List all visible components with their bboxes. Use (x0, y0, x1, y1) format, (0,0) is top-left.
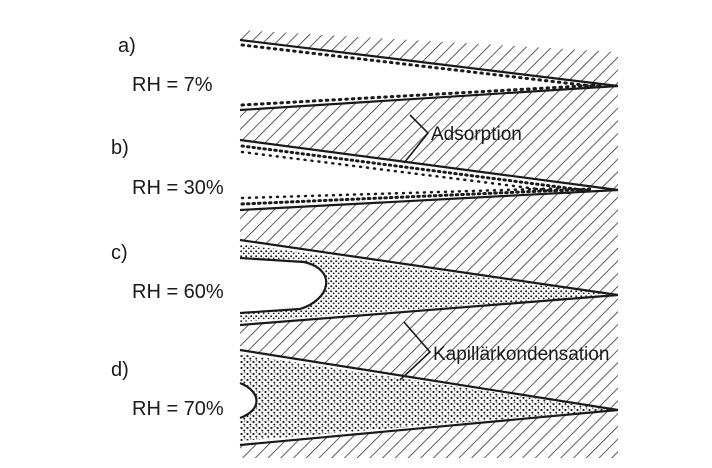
wall-top (240, 30, 618, 86)
panel-b-label: b) RH = 30% (111, 137, 224, 199)
adsorbed-layer-a-bottom (240, 83, 602, 107)
panel-d-label: d) RH = 70% (111, 359, 224, 420)
adsorption-label: Adsorption (431, 124, 522, 145)
panel-letter: c) (111, 242, 128, 264)
adsorption-leader (403, 114, 430, 164)
wall-line-b-top (239, 138, 619, 192)
pore-walls (239, 38, 619, 447)
wall-line-c-bottom (239, 293, 619, 327)
rh-value: RH = 70% (132, 398, 224, 420)
adsorbed-layer-b-bottom-2 (240, 186, 572, 200)
rh-value: RH = 7% (132, 74, 213, 96)
wall-bottom (240, 410, 618, 458)
adsorbed-layers (240, 43, 602, 206)
panel-letter: d) (111, 359, 129, 381)
panel-c-label: c) RH = 60% (111, 242, 224, 303)
wall-1 (240, 86, 618, 190)
meniscus-c (239, 256, 328, 315)
capillary-leader (399, 321, 432, 381)
rh-value: RH = 60% (132, 281, 224, 303)
wall-line-a-bottom (239, 84, 619, 112)
rh-value: RH = 30% (132, 177, 224, 199)
condensate-d (240, 354, 612, 441)
adsorbed-layer-b-bottom-1 (240, 187, 592, 206)
adsorbed-layer-b-top-2 (240, 150, 572, 195)
wall-line-d-bottom (239, 408, 619, 447)
panel-letter: a) (118, 35, 136, 57)
panel-a-label: a) RH = 7% (118, 35, 213, 96)
wall-line-c-top (239, 238, 619, 297)
wall-line-d-top (239, 348, 619, 412)
wall-2 (240, 190, 618, 295)
adsorbed-layer-b-top-1 (240, 144, 592, 193)
menisci (239, 256, 328, 420)
wall-line-b-bottom (239, 188, 619, 212)
capillary-condensation-label: Kapillärkondensation (433, 344, 609, 365)
condensate-c (240, 244, 612, 322)
adsorbed-layer-a-top (240, 43, 602, 89)
wall-line-a-top (239, 38, 619, 88)
leader-lines (399, 114, 432, 381)
meniscus-d (239, 381, 258, 420)
panel-letter: b) (111, 137, 129, 159)
